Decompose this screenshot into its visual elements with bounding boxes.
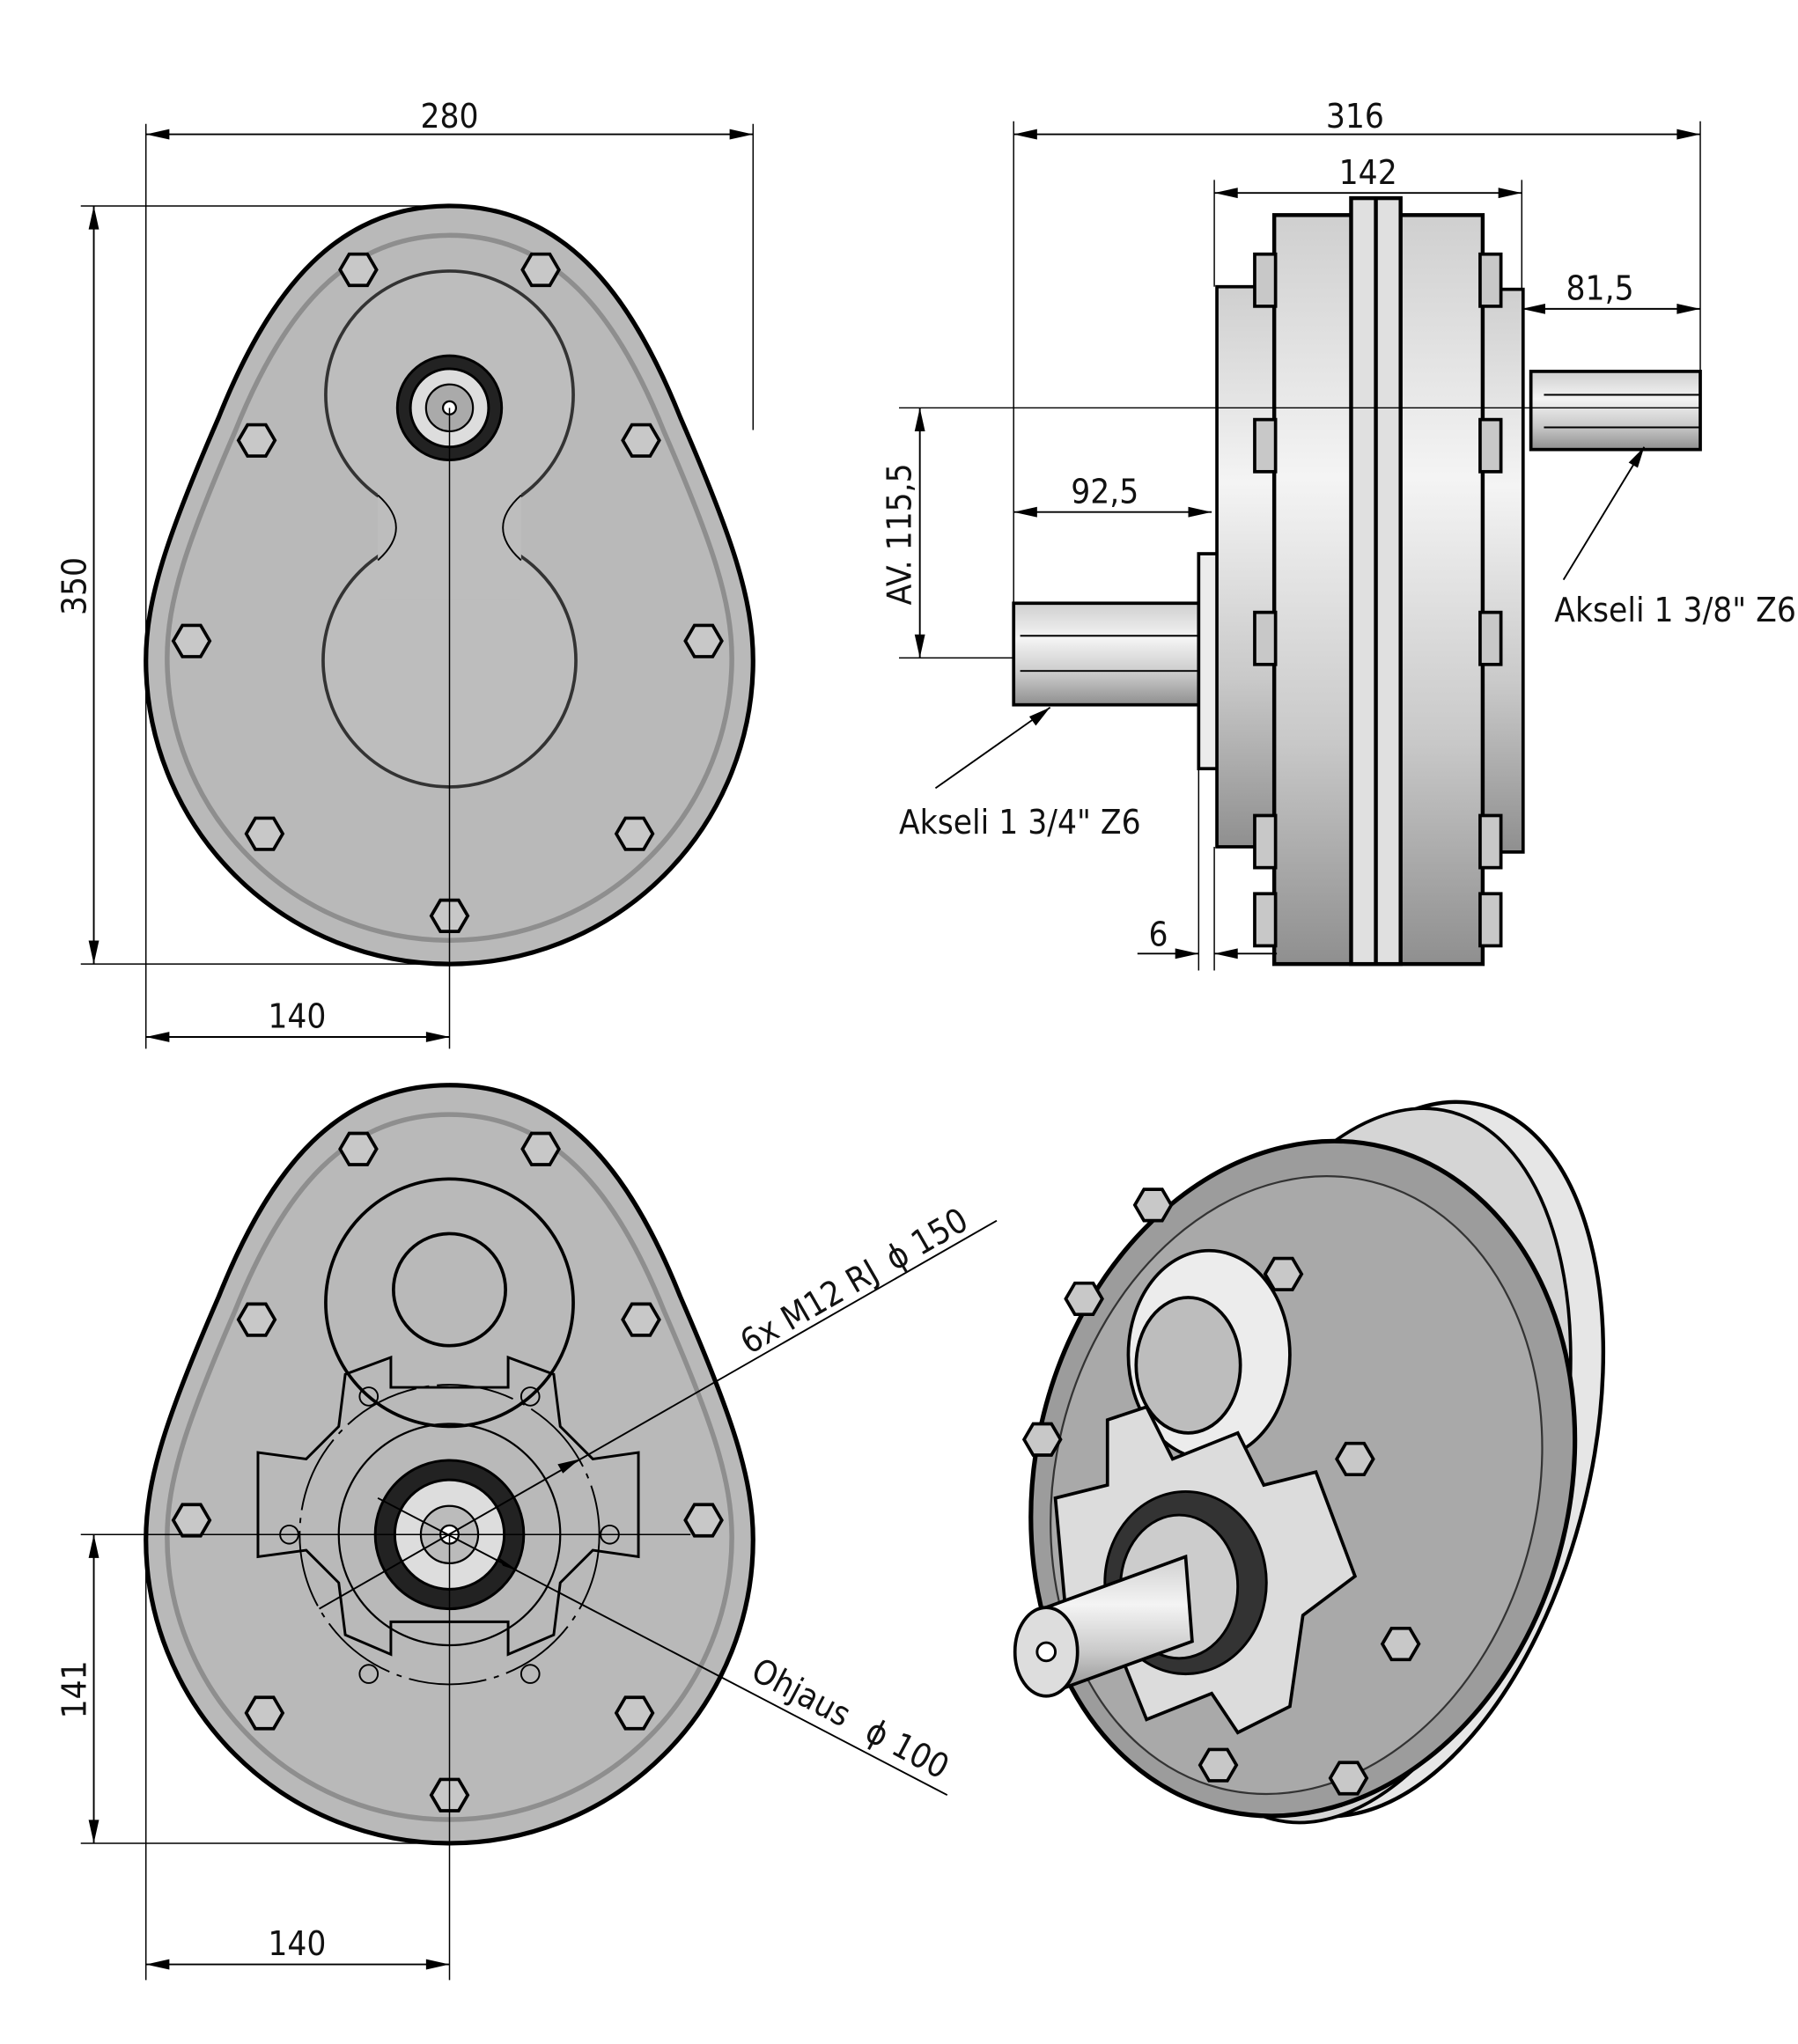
side-bolts — [1253, 252, 1503, 948]
front-view: 280 350 140 — [55, 97, 754, 1049]
dim-142: 142 — [1339, 153, 1397, 193]
dim-av-115-5: AV. 115,5 — [880, 463, 919, 605]
dim-81-5: 81,5 — [1566, 269, 1634, 309]
bolt-circle-label: 6x M12 RJ — [733, 1252, 885, 1362]
dim-141: 141 — [55, 1660, 95, 1718]
svg-text:6x M12 RJϕ 150: 6x M12 RJϕ 150 — [733, 1201, 975, 1363]
dim-350: 350 — [55, 557, 95, 615]
pilot-dia: ϕ 100 — [859, 1711, 955, 1788]
dim-140-front: 140 — [268, 997, 326, 1037]
dim-140-rear: 140 — [268, 1924, 326, 1964]
bolt-circle-dia: ϕ 150 — [879, 1201, 975, 1279]
dim-280: 280 — [420, 97, 478, 136]
dim-316: 316 — [1326, 97, 1384, 136]
input-shaft-label: Akseli 1 3/4" Z6 — [899, 803, 1141, 842]
dim-6: 6 — [1148, 915, 1168, 954]
isometric-view — [1013, 1099, 1606, 1825]
side-view: 316 142 81,5 92,5 AV. 115,5 6 Akseli 1 3… — [880, 97, 1796, 971]
output-shaft-label: Akseli 1 3/8" Z6 — [1554, 591, 1796, 630]
svg-text:Ohjausϕ 100: Ohjausϕ 100 — [745, 1651, 955, 1787]
input-shaft — [1012, 601, 1205, 707]
rear-view: 141 140 6x M12 RJϕ 150 Ohjausϕ 100 — [55, 1085, 998, 1981]
output-shaft — [1529, 370, 1702, 452]
dim-92-5: 92,5 — [1071, 472, 1138, 511]
pilot-label: Ohjaus — [745, 1651, 857, 1735]
